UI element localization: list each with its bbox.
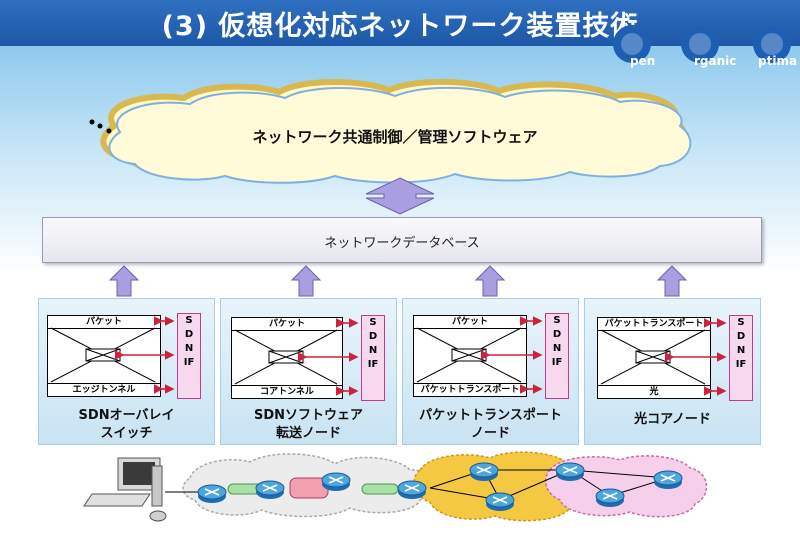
logo-part-pen: pen [630,54,656,68]
router-icon-cross [204,488,220,496]
bottom-layer-label: エッジトンネル [48,383,160,396]
page-title: (3) 仮想化対応ネットワーク装置技術 [161,11,639,42]
router-icon-cross [328,476,344,484]
router-icon-cross [660,474,676,482]
top-layer-label: パケット [414,316,526,329]
routers [197,462,683,511]
node-name: 光コアノード [634,412,711,427]
switch-core-diag [85,348,121,362]
switch-core-diag [451,348,487,362]
router-icon-cross [562,466,578,474]
node-name: パケットトランスポートノード [419,408,562,441]
top-layer-label: パケットトランスポート [598,318,710,331]
up-arrows [108,265,688,297]
node-name: SDNソフトウェア転送ノード [253,408,364,441]
router-icon-cross [262,484,278,492]
bottom-layer-label: コアトンネル [232,385,342,398]
header-bar: (3) 仮想化対応ネットワーク装置技術 [0,0,800,46]
bidirectional-arrow [365,177,435,215]
switch-core-diag [268,350,304,364]
logo-part-rganic: rganic [694,54,737,68]
bottom-layer-label: パケットトランスポート [414,383,526,396]
open-organic-optima-logo [612,18,800,70]
top-layer-label: パケット [232,318,342,331]
top-layer-label: パケット [48,316,160,329]
router-icon-cross [404,484,420,492]
control-software-cloud [89,78,692,184]
router-icon-cross [602,492,618,500]
node-name: SDNオーバレイスイッチ [78,408,175,441]
computer-icon [83,457,167,522]
logo-part-ptima: ptima [758,54,798,68]
interface-arrows [115,316,727,396]
router-icon-cross [476,466,492,474]
network-database-label: ネットワークデータベース [324,236,480,251]
network-database: ネットワークデータベース [42,217,762,263]
bottom-layer-label: 光 [598,385,710,398]
control-software-label: ネットワーク共通制御／管理ソフトウェア [252,128,538,146]
switch-core-diag [635,350,671,364]
router-icon-cross [492,496,508,504]
switch-internals [50,327,706,385]
logo-circles [613,25,791,63]
